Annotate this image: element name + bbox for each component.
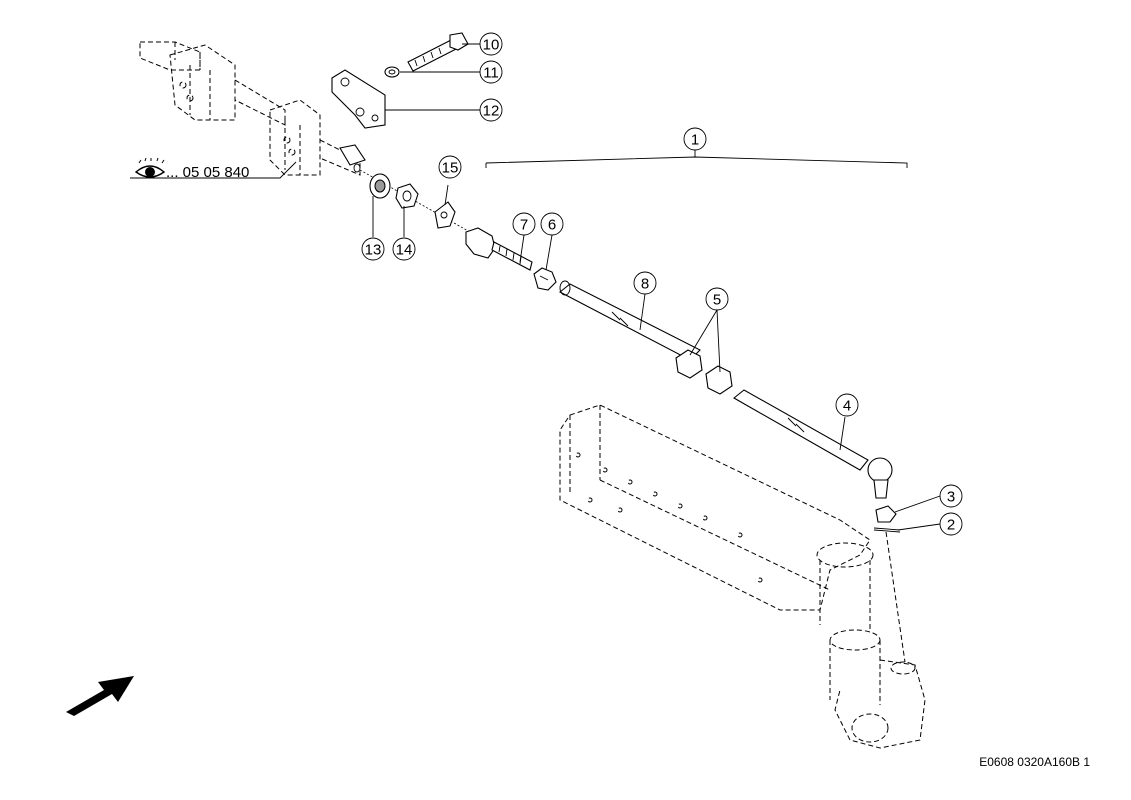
callout-number: 2 <box>947 517 955 534</box>
callout-4: 4 <box>835 393 859 417</box>
callout-number: 7 <box>520 217 528 234</box>
lock-plate-part <box>434 201 456 229</box>
callout-number: 15 <box>442 160 459 177</box>
callout-number: 1 <box>691 132 699 149</box>
callout-14: 14 <box>392 237 416 261</box>
callout-number: 5 <box>713 292 721 309</box>
reference-text: ... 05 05 840 <box>166 164 249 181</box>
kingpin-dash-line <box>885 531 906 663</box>
leader-lines <box>130 43 941 531</box>
ghost-axle-housing <box>139 41 361 176</box>
ghost-front-beam <box>559 404 926 749</box>
seal-ring-part <box>369 173 391 199</box>
arrow-icon <box>66 676 134 716</box>
clamp-part-5a <box>675 349 703 379</box>
callout-number: 10 <box>483 37 500 54</box>
callout-7: 7 <box>512 212 536 236</box>
washer-part <box>384 66 400 78</box>
callout-number: 6 <box>548 217 556 234</box>
callout-10: 10 <box>479 32 503 56</box>
callout-1: 1 <box>683 127 707 151</box>
callout-number: 14 <box>396 242 413 259</box>
callout-number: 11 <box>483 65 499 82</box>
cotter-pin-part <box>873 527 901 533</box>
callout-number: 3 <box>947 489 955 506</box>
bolt-part <box>407 32 469 72</box>
callout-6: 6 <box>540 212 564 236</box>
tube-part-8 <box>558 280 701 361</box>
callout-number: 8 <box>641 276 649 293</box>
nut-part <box>395 183 419 209</box>
callout-number: 4 <box>843 398 851 415</box>
callout-number: 13 <box>365 242 382 259</box>
callout-12: 12 <box>479 98 503 122</box>
eye-icon <box>134 157 166 178</box>
callout-15: 15 <box>438 155 462 179</box>
callout-3: 3 <box>939 484 963 508</box>
callout-11: 11 <box>479 60 503 84</box>
castle-nut-part <box>875 505 897 523</box>
callout-13: 13 <box>361 237 385 261</box>
inner-ball-joint-part <box>465 227 533 271</box>
clamp-part-5b <box>705 365 733 395</box>
callout-2: 2 <box>939 512 963 536</box>
figure-code: E0608 0320A160B 1 <box>979 755 1090 769</box>
callout-5: 5 <box>705 287 729 311</box>
bracket-part <box>331 69 386 129</box>
outer-tie-rod-part <box>733 389 893 499</box>
cross-reference: ... 05 05 840 <box>134 157 249 181</box>
callout-number: 12 <box>483 103 500 120</box>
callout-8: 8 <box>633 271 657 295</box>
clamp-part-6 <box>533 267 557 291</box>
